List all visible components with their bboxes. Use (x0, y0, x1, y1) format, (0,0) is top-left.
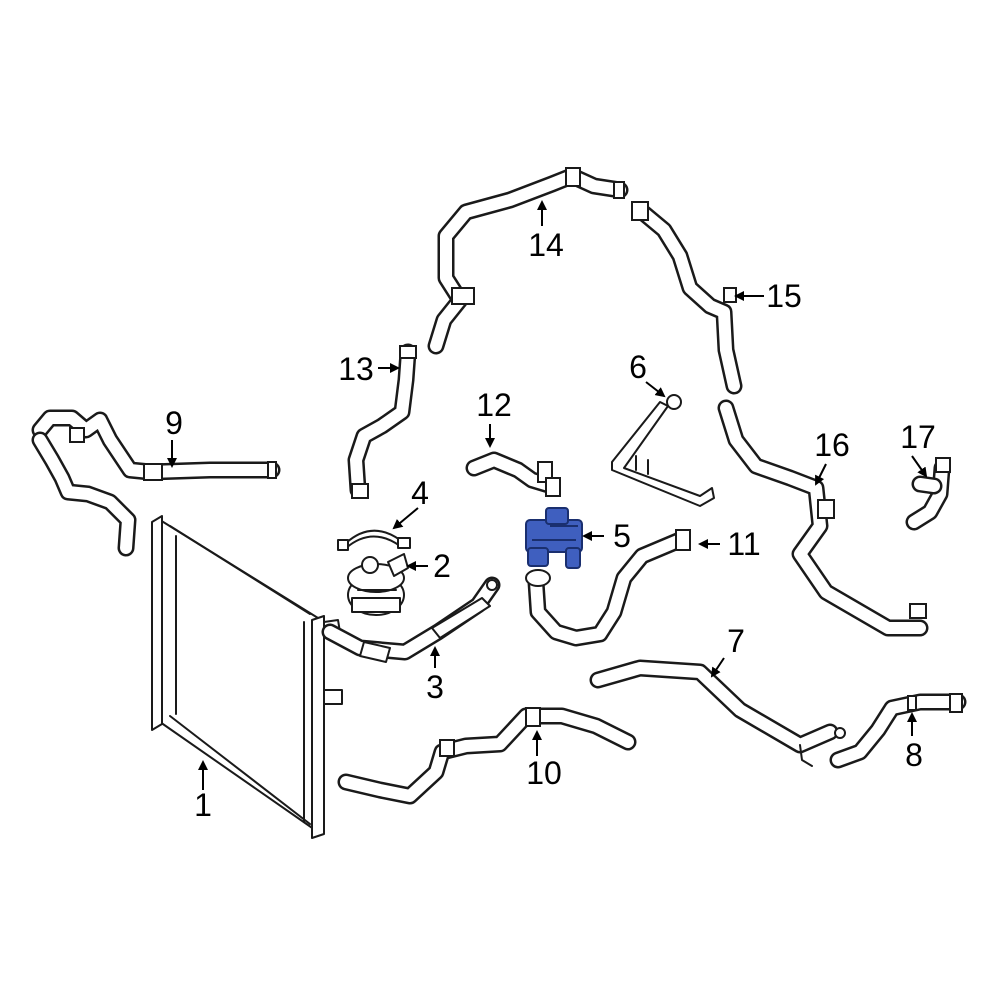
callout-5: 5 (613, 518, 631, 554)
callout-4: 4 (411, 475, 429, 511)
callout-16: 16 (814, 427, 850, 463)
part-12-hose[interactable] (465, 451, 561, 497)
callout-8: 8 (905, 737, 923, 773)
callout-13: 13 (338, 351, 374, 387)
part-14-hose[interactable] (427, 167, 629, 355)
callout-3: 3 (426, 669, 444, 705)
callout-17: 17 (900, 419, 936, 455)
callout-12: 12 (476, 387, 512, 423)
callout-15: 15 (766, 278, 802, 314)
callout-1: 1 (194, 787, 212, 823)
part-2-water-pump[interactable] (347, 553, 409, 616)
part-4-clamp[interactable] (337, 529, 411, 551)
part-3-bracket-line[interactable] (321, 576, 501, 663)
leader-lines (167, 200, 928, 790)
callout-10: 10 (526, 755, 562, 791)
part-17-hose[interactable] (905, 457, 951, 531)
callout-11: 11 (727, 526, 760, 562)
callout-9: 9 (165, 405, 183, 441)
part-6-bracket[interactable] (611, 394, 715, 507)
part-10-hose[interactable] (337, 707, 637, 805)
part-9-hose[interactable] (31, 409, 281, 557)
callout-7: 7 (727, 623, 745, 659)
part-5-valve[interactable] (525, 507, 583, 569)
part-1-radiator[interactable] (151, 515, 343, 839)
part-8-hose[interactable] (829, 693, 967, 769)
callout-6: 6 (629, 349, 647, 385)
callout-labels: 1 2 3 4 5 6 7 8 9 10 11 12 13 14 15 16 1… (165, 227, 936, 823)
part-16-hose[interactable] (717, 399, 929, 637)
callout-14: 14 (528, 227, 564, 263)
part-11-hose[interactable] (525, 529, 691, 647)
part-7-line[interactable] (589, 659, 846, 767)
part-15-hose[interactable] (631, 201, 743, 395)
callout-2: 2 (433, 548, 451, 584)
part-13-hose[interactable] (347, 343, 417, 499)
